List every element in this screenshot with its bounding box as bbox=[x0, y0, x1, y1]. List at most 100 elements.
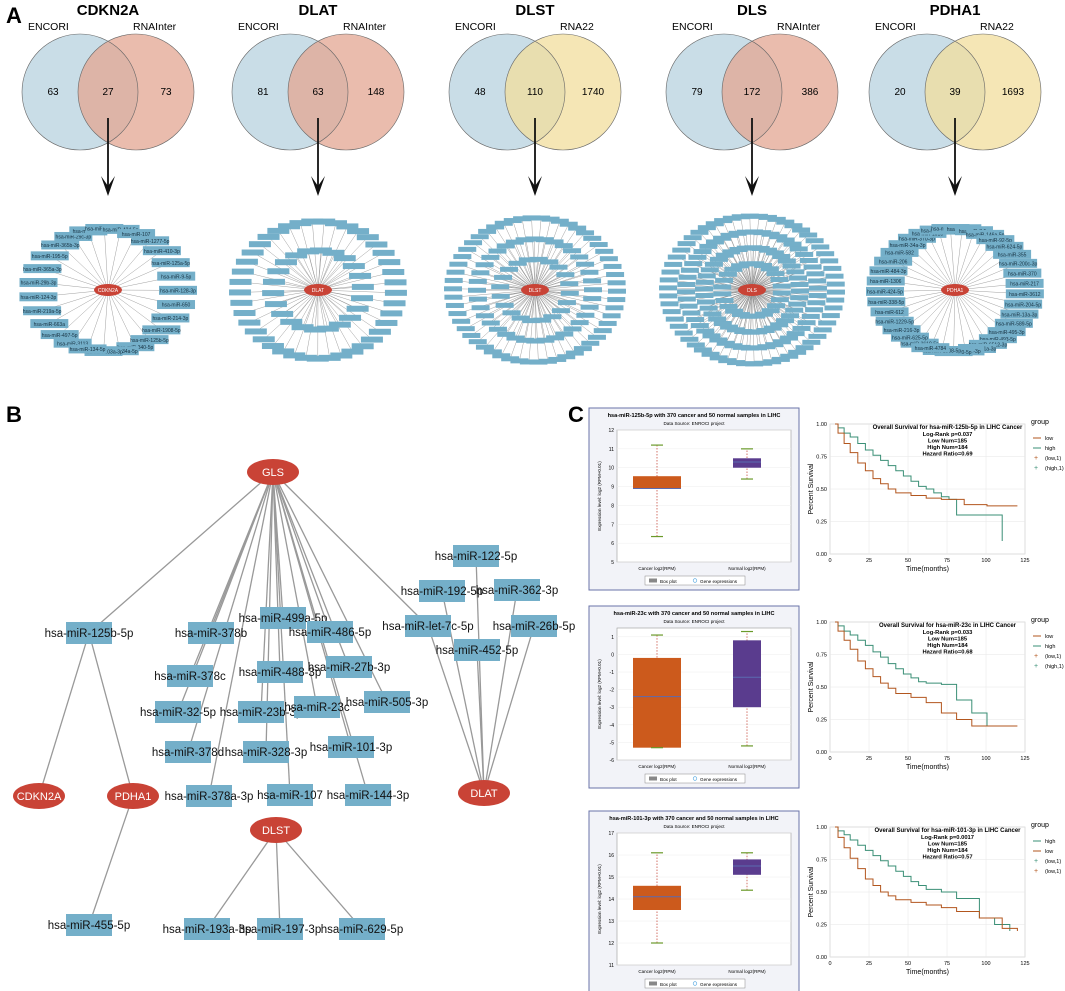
network-edge bbox=[950, 228, 956, 291]
mirna-node bbox=[494, 274, 513, 280]
venn-left-label: ENCORI bbox=[238, 21, 279, 33]
mirna-node bbox=[682, 310, 701, 316]
arrow-head bbox=[745, 176, 759, 196]
network-edge bbox=[49, 255, 109, 291]
venn-count-right: 148 bbox=[368, 87, 385, 98]
network-edge bbox=[300, 223, 319, 291]
mirna-node-label: hsa-miR-206 bbox=[879, 259, 908, 265]
mirna-node bbox=[677, 241, 696, 247]
network-edge bbox=[668, 289, 753, 297]
mirna-node bbox=[188, 622, 234, 644]
mirna-node bbox=[309, 247, 332, 254]
mirna-node-label: hsa-miR-362-3p bbox=[476, 585, 558, 597]
mirna-node bbox=[351, 283, 374, 290]
mirna-node-label: hsa-miR-378a-3p bbox=[165, 791, 254, 803]
mirna-node-label: hsa-miR-195-5p bbox=[32, 254, 68, 260]
km-xtick: 100 bbox=[981, 961, 990, 967]
network-edge bbox=[751, 289, 759, 348]
km-xtick: 50 bbox=[905, 961, 911, 967]
tick-label: 5 bbox=[611, 560, 614, 566]
mirna-node bbox=[700, 267, 719, 273]
network-edge bbox=[744, 289, 753, 364]
mirna-node bbox=[516, 337, 535, 343]
network-edge bbox=[751, 216, 760, 291]
network-edge bbox=[107, 229, 121, 291]
network-edge bbox=[255, 289, 319, 332]
mirna-node-label: hsa-miR-663a bbox=[34, 322, 66, 328]
legend-dot bbox=[692, 981, 698, 986]
km-ytick: 0.00 bbox=[816, 955, 827, 961]
mirna-node bbox=[767, 303, 786, 309]
gene-node bbox=[304, 284, 332, 296]
mirna-node bbox=[560, 290, 579, 296]
mirna-node-label: hsa-miR-589-5p bbox=[996, 322, 1032, 328]
mirna-node bbox=[356, 234, 379, 241]
mirna-node bbox=[184, 918, 230, 940]
mirna-node bbox=[526, 338, 545, 344]
network-edge bbox=[512, 220, 536, 291]
km-legend-title: group bbox=[1031, 617, 1049, 624]
mirna-node bbox=[529, 359, 548, 365]
mirna-node bbox=[505, 239, 524, 245]
mirna-node bbox=[713, 235, 732, 241]
mirna-node bbox=[772, 253, 791, 259]
gene-node-label: CDKN2A bbox=[17, 791, 62, 803]
km-ytick: 0.25 bbox=[816, 520, 827, 526]
mirna-node bbox=[468, 339, 487, 345]
mirna-node bbox=[776, 219, 795, 225]
mirna-node bbox=[274, 259, 297, 266]
tick-label: 9 bbox=[611, 485, 614, 491]
mirna-node bbox=[573, 346, 592, 352]
mirna-node bbox=[740, 213, 759, 219]
km-legend-label: high bbox=[1045, 839, 1055, 845]
mirna-node bbox=[468, 296, 487, 302]
mirna-node bbox=[563, 248, 582, 254]
network-edge bbox=[731, 218, 753, 291]
mirna-node bbox=[806, 271, 825, 277]
mirna-node bbox=[568, 225, 587, 231]
venn-left-outline bbox=[21, 33, 139, 151]
mirna-node bbox=[66, 914, 112, 936]
mirna-node bbox=[23, 264, 62, 274]
mirna-node bbox=[607, 288, 626, 294]
mirna-node bbox=[157, 271, 196, 281]
km-xtick: 25 bbox=[866, 558, 872, 564]
mirna-node bbox=[703, 311, 722, 317]
box bbox=[733, 640, 761, 708]
mirna-node bbox=[580, 269, 599, 275]
network-edge bbox=[472, 242, 536, 291]
mirna-node bbox=[761, 308, 780, 314]
km-xlabel: Time(months) bbox=[906, 764, 949, 771]
network-edge bbox=[927, 233, 956, 291]
mirna-node-label: hsa-miR-217 bbox=[1010, 282, 1039, 288]
mirna-node bbox=[328, 321, 351, 328]
network-edge bbox=[534, 289, 546, 341]
mirna-node bbox=[813, 327, 832, 333]
mirna-node bbox=[155, 701, 201, 723]
mirna-node-label: hsa-miR-214-3p bbox=[152, 316, 188, 322]
km-legend-label: low bbox=[1045, 436, 1053, 442]
mirna-node bbox=[580, 304, 599, 310]
gene-node-label: DLAT bbox=[312, 288, 324, 294]
km-xtick: 50 bbox=[905, 558, 911, 564]
network-edge bbox=[751, 289, 782, 360]
mirna-node bbox=[576, 261, 595, 267]
km-ytick: 1.00 bbox=[816, 422, 827, 428]
gene-node bbox=[458, 780, 510, 806]
mirna-node bbox=[405, 615, 451, 637]
network-edge bbox=[317, 271, 394, 291]
mirna-node bbox=[669, 323, 688, 329]
network-edge bbox=[317, 223, 337, 291]
mirna-node bbox=[241, 249, 264, 256]
network-edge bbox=[497, 289, 536, 330]
km-xtick: 125 bbox=[1020, 961, 1029, 967]
network-edge bbox=[941, 289, 956, 351]
mirna-node-label: hsa-miR-1277-5p bbox=[131, 239, 170, 245]
mirna-node bbox=[756, 328, 775, 334]
gene-node bbox=[521, 284, 549, 296]
mirna-node bbox=[677, 296, 696, 302]
km-legend-marker: + bbox=[1034, 465, 1038, 472]
network-edge bbox=[751, 289, 766, 331]
